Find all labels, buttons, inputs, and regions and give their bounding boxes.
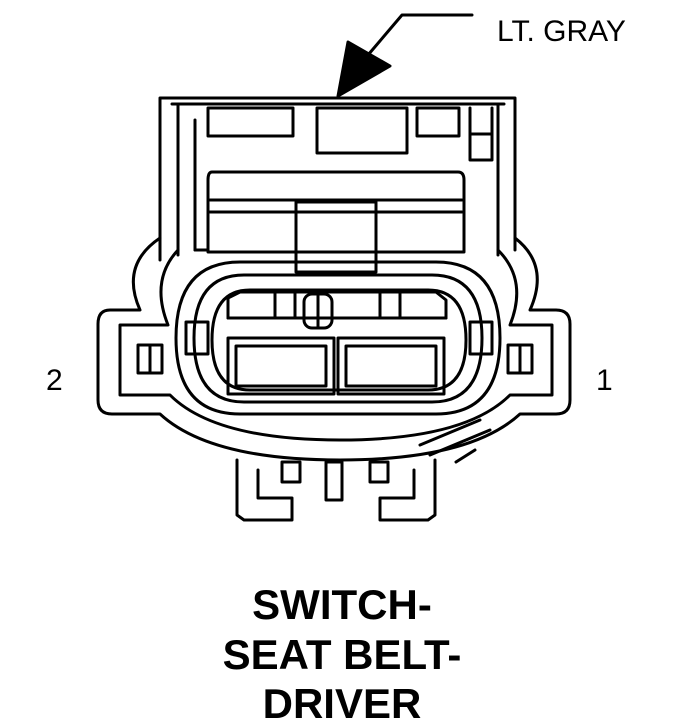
component-title-line1: SWITCH- bbox=[252, 581, 432, 628]
connector-housing bbox=[96, 96, 572, 522]
component-title-line3: DRIVER bbox=[262, 680, 422, 727]
pin-2-label: 2 bbox=[46, 364, 63, 397]
component-title-line2: SEAT BELT- bbox=[222, 631, 462, 678]
terminal-cavities bbox=[226, 288, 448, 396]
pin-1-label: 1 bbox=[596, 364, 613, 397]
callout-leader bbox=[336, 13, 474, 98]
wire-color-label: LT. GRAY bbox=[497, 15, 626, 48]
